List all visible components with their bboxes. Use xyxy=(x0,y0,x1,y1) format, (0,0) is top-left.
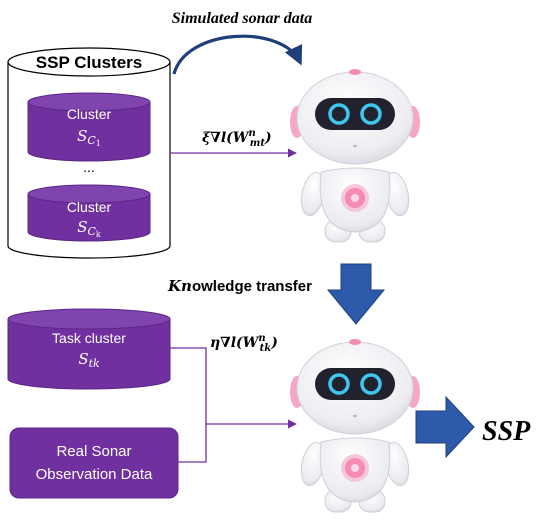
clusters-ellipsis: ... xyxy=(83,159,95,175)
simulated-data-arrow xyxy=(172,34,303,75)
real-sonar-line2: Observation Data xyxy=(36,466,153,483)
cluster-k-label: Cluster xyxy=(67,199,112,215)
real-sonar-line1: Real Sonar xyxy=(56,443,131,460)
cluster-1-symbol: SC1 xyxy=(77,127,101,148)
ssp-output-label: SSP xyxy=(482,416,531,447)
output-arrow xyxy=(415,395,475,459)
merge-connector xyxy=(170,347,207,463)
cluster-k-cylinder xyxy=(27,184,151,242)
top-robot xyxy=(288,67,422,244)
task-cluster-cylinder xyxy=(7,308,171,390)
knowledge-transfer-arrow xyxy=(326,263,386,325)
simulated-sonar-label: Simulated sonar data xyxy=(172,10,312,27)
knowledge-transfer-label: Knowledge transfer xyxy=(167,277,312,295)
cluster-1-cylinder xyxy=(27,92,151,162)
cluster-1-label: Cluster xyxy=(67,106,112,122)
cluster-k-symbol: SCk xyxy=(77,218,101,239)
ssp-clusters-title: SSP Clusters xyxy=(36,53,142,72)
task-cluster-label: Task cluster xyxy=(52,330,126,346)
real-sonar-box xyxy=(9,427,179,499)
task-cluster-symbol: Stk xyxy=(78,350,100,370)
bottom-robot xyxy=(288,337,422,514)
